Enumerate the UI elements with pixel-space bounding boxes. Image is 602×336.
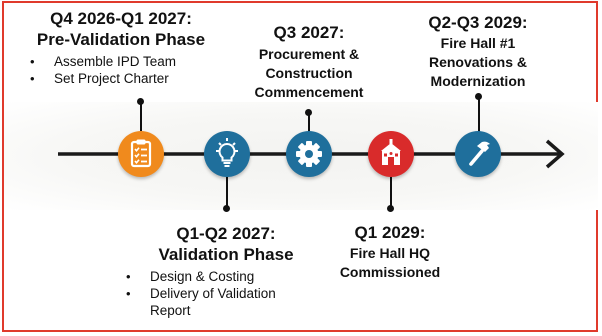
milestone-1-title: Q4 2026-Q1 2027:: [50, 9, 192, 28]
milestone-5-line: Fire Hall #1: [440, 35, 516, 51]
connector-2: [226, 177, 228, 207]
milestone-2-bullets: Design & Costing Delivery of Validation …: [124, 268, 314, 319]
milestone-1-subtitle: Pre-Validation Phase: [36, 30, 206, 49]
hammer-icon: [469, 141, 490, 166]
milestone-1-bullet: Set Project Charter: [28, 70, 220, 87]
gear-icon: [296, 141, 322, 167]
connector-dot-1: [137, 98, 144, 105]
clipboard-checklist-icon: [130, 139, 152, 168]
milestone-3-text: Q3 2027: Procurement & Construction Comm…: [236, 22, 382, 102]
milestone-5-title: Q2-Q3 2029:: [428, 13, 528, 32]
milestone-1-bullet: Assemble IPD Team: [28, 53, 220, 70]
milestone-3-line: Procurement &: [258, 46, 360, 62]
connector-3: [308, 112, 310, 132]
connector-dot-3: [305, 109, 312, 116]
milestone-1-bullets: Assemble IPD Team Set Project Charter: [28, 53, 220, 87]
milestone-2-subtitle: Validation Phase: [158, 245, 294, 264]
connector-dot-2: [223, 205, 230, 212]
milestone-3-line: Construction: [265, 65, 353, 81]
milestone-4-line: Commissioned: [339, 264, 441, 280]
milestone-2-text: Q1-Q2 2027: Validation Phase Design & Co…: [120, 213, 332, 327]
milestone-2-title: Q1-Q2 2027:: [176, 224, 276, 243]
milestone-circle-2: [204, 131, 250, 177]
milestone-1-text: Q4 2026-Q1 2027: Pre-Validation Phase As…: [22, 8, 220, 87]
milestone-3-title: Q3 2027:: [273, 23, 345, 42]
connector-1: [140, 101, 142, 131]
connector-5: [478, 96, 480, 132]
milestone-circle-4: [368, 131, 414, 177]
connector-dot-4: [387, 205, 394, 212]
milestone-5-text: Q2-Q3 2029: Fire Hall #1 Renovations & M…: [404, 12, 552, 91]
milestone-4-line: Fire Hall HQ: [349, 245, 431, 261]
connector-dot-5: [475, 93, 482, 100]
connector-4: [390, 177, 392, 207]
fire-hall-building-icon: [381, 139, 401, 165]
milestone-2-bullet: Delivery of Validation Report: [124, 285, 314, 319]
lightbulb-icon: [216, 138, 238, 167]
milestone-circle-1: [118, 131, 164, 177]
milestone-3-line: Commencement: [254, 84, 364, 100]
milestone-circle-5: [455, 131, 501, 177]
milestone-2-bullet: Design & Costing: [124, 268, 314, 285]
milestone-5-line: Renovations &: [428, 54, 527, 70]
milestone-5-line: Modernization: [430, 73, 526, 89]
milestone-4-text: Q1 2029: Fire Hall HQ Commissioned: [330, 213, 450, 283]
milestone-4-title: Q1 2029:: [354, 223, 426, 242]
milestone-circle-3: [286, 131, 332, 177]
